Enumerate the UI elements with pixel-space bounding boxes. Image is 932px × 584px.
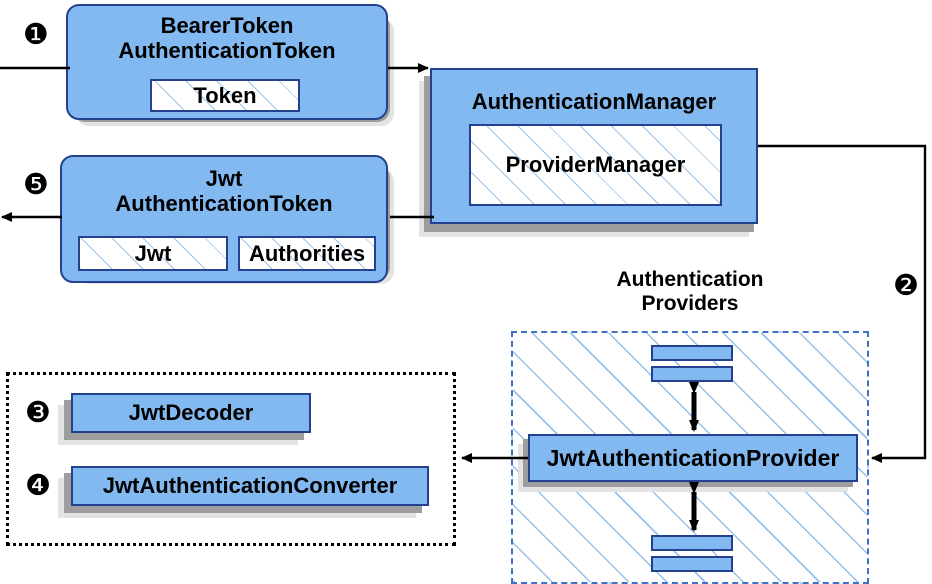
jwt-converter-label: JwtAuthenticationConverter: [102, 473, 398, 498]
step-badge-1: ❶: [23, 17, 49, 51]
providers-title-line1: Authentication: [616, 268, 764, 291]
jwt-token-title-line2: AuthenticationToken: [115, 190, 333, 216]
bearer-token-title-line2: AuthenticationToken: [118, 37, 336, 63]
jwt-authentication-provider-label: JwtAuthenticationProvider: [546, 444, 840, 471]
jwt-token-slot-authorities: Authorities: [238, 236, 376, 271]
jwt-decoder-box[interactable]: JwtDecoder: [71, 393, 311, 433]
jwt-decoder-label: JwtDecoder: [128, 400, 254, 425]
provider-stack-bar-bottom-upper: [651, 535, 733, 551]
jwt-support-region: [6, 372, 456, 546]
provider-stack-bar-bottom-lower: [651, 556, 733, 572]
provider-stack-bar-top-upper: [651, 345, 733, 361]
authentication-providers-title: Authentication Providers: [570, 268, 810, 315]
bearer-token-title-line1: BearerToken: [160, 13, 294, 38]
provider-stack-bar-top-lower: [651, 366, 733, 382]
provider-manager-slot: ProviderManager: [469, 124, 722, 206]
jwt-authentication-provider-box[interactable]: JwtAuthenticationProvider: [528, 434, 858, 482]
step-badge-5: ❺: [23, 167, 49, 201]
jwt-token-title-line1: Jwt: [205, 166, 243, 191]
bearer-token-slot: Token: [150, 79, 300, 112]
jwt-token-slot-jwt-label: Jwt: [134, 240, 172, 266]
jwt-token-slot-jwt: Jwt: [78, 236, 228, 271]
step-badge-4: ❹: [25, 468, 51, 502]
step-badge-3: ❸: [25, 395, 51, 429]
jwt-token-slot-authorities-label: Authorities: [248, 240, 366, 266]
bearer-token-box[interactable]: BearerToken AuthenticationToken: [66, 4, 388, 120]
providers-title-line2: Providers: [641, 291, 739, 315]
provider-manager-label: ProviderManager: [505, 152, 686, 177]
jwt-converter-box[interactable]: JwtAuthenticationConverter: [71, 466, 429, 506]
bearer-token-slot-label: Token: [193, 82, 257, 108]
step-badge-2: ❷: [893, 268, 919, 302]
authentication-manager-title: AuthenticationManager: [471, 89, 717, 114]
